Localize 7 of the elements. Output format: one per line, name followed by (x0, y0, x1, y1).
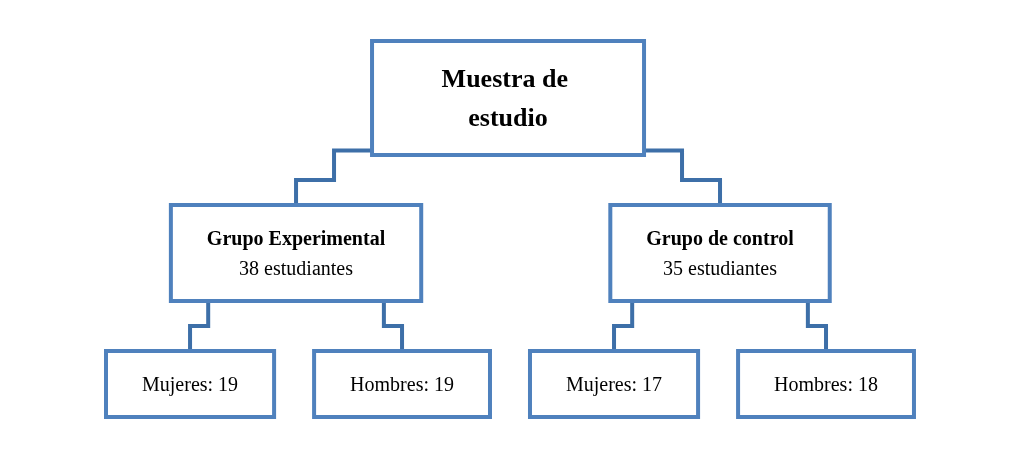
node-box: Mujeres: 19 (103, 348, 276, 419)
node-box: Hombres: 18 (735, 348, 916, 419)
node-box: Hombres: 19 (311, 348, 492, 419)
node-box: Muestra de estudio (369, 38, 646, 157)
node-box: Grupo de control 35 estudiantes (607, 202, 832, 303)
node-box: Mujeres: 17 (527, 348, 700, 419)
node-box: Grupo Experimental 38 estudiantes (168, 202, 423, 303)
